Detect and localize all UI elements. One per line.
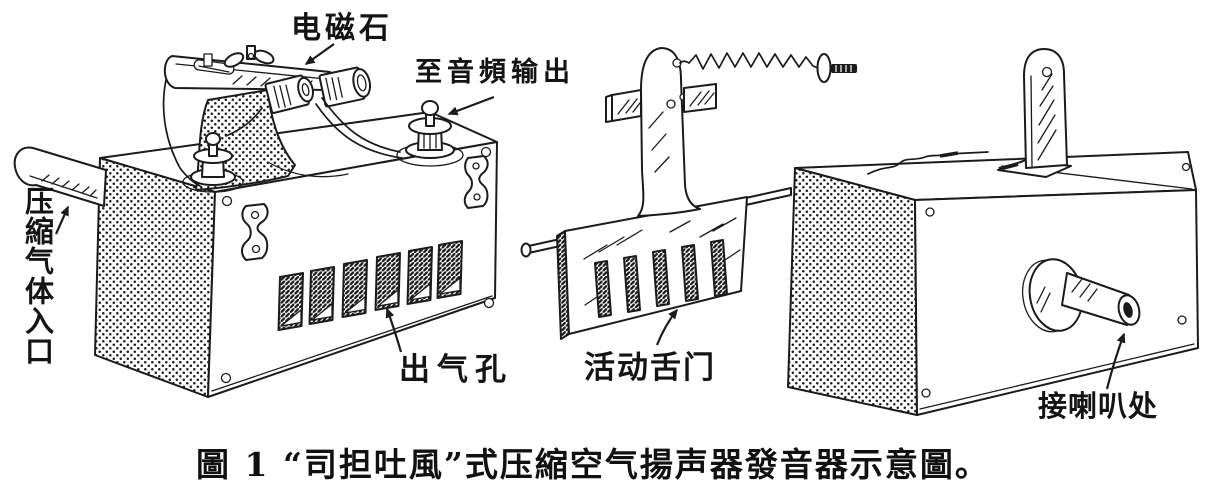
figure-caption: 圖 1 “司担吐風”式压縮空气揚声器發音器示意圖。	[196, 445, 990, 484]
binding-post-audio	[396, 100, 464, 167]
magnet-coil-front	[264, 74, 314, 114]
air-inlet-tube	[13, 146, 107, 207]
valve-slot	[594, 260, 612, 318]
screw-holes-left-box	[220, 146, 495, 384]
left-box-left-face	[94, 157, 216, 398]
arrow-audio-output	[447, 95, 495, 116]
air-outlet-slots	[277, 240, 463, 331]
wing-nut	[223, 45, 275, 68]
valve-slot	[623, 255, 641, 313]
right-box	[787, 48, 1199, 416]
screw-holes-right-box	[921, 162, 1191, 398]
bracket-hole	[1041, 66, 1053, 78]
horn-bore	[1123, 302, 1133, 318]
horn-connector	[1021, 258, 1141, 333]
bracket-plate	[1023, 48, 1068, 169]
electromagnet-assembly	[162, 45, 403, 191]
rod-end-cap	[520, 242, 532, 258]
right-box-left-face	[787, 167, 918, 416]
cross-bar	[605, 83, 717, 123]
spring-adjuster	[679, 52, 857, 83]
spring	[679, 52, 819, 70]
valve-slot	[681, 244, 699, 302]
valve-slot	[710, 239, 728, 297]
clip	[463, 155, 489, 209]
horn-tube	[1061, 272, 1130, 326]
top-face-notch	[867, 151, 989, 175]
magnet-coil-rear	[318, 66, 372, 108]
label-air-inlet: 压縮气体入口	[20, 186, 55, 366]
valve-slot	[652, 249, 670, 307]
label-audio-output: 至音頻输出	[415, 57, 575, 88]
valve-assembly	[520, 47, 857, 340]
arrow-horn	[1105, 332, 1126, 390]
leader-arrows	[54, 43, 1126, 390]
panel-clips	[241, 155, 489, 261]
clip	[241, 203, 269, 261]
top-latch	[939, 151, 959, 158]
binding-post-left	[182, 132, 244, 193]
coil-wire	[225, 107, 263, 137]
arrow-air-inlet	[54, 205, 70, 235]
yoke-clamp-screw	[203, 53, 213, 67]
adjuster-disc	[816, 53, 832, 83]
label-electromagnet: 电磁石	[291, 11, 393, 46]
coil-wire	[321, 97, 401, 153]
arrow-electromagnet	[304, 43, 335, 65]
arrow-valve	[655, 308, 678, 346]
left-box-base-line	[211, 295, 493, 392]
valve-arm	[637, 47, 701, 217]
label-horn-connection: 接喇叭处	[1038, 389, 1159, 423]
label-air-outlet-holes: 出气孔	[399, 352, 513, 388]
adjuster-screw	[831, 64, 857, 73]
mounting-bracket	[997, 48, 1072, 178]
label-movable-valve: 活动舌门	[584, 350, 716, 386]
arrow-air-outlet	[385, 307, 403, 353]
coil-wire	[315, 103, 403, 159]
